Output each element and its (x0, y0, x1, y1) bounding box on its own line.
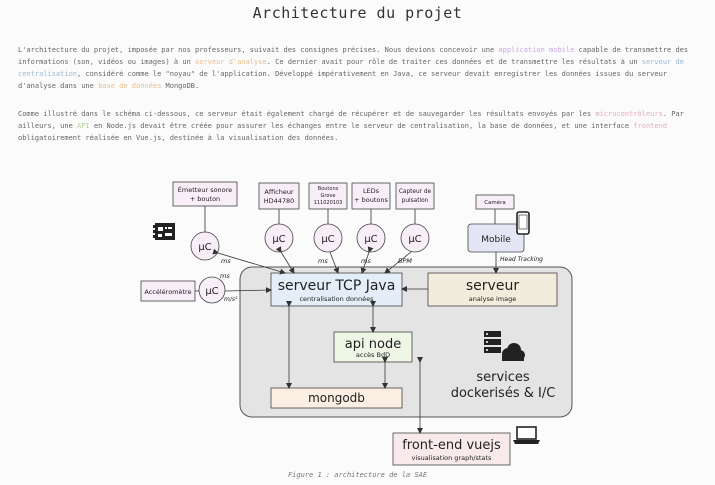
second-paragraph: Comme illustré dans le schéma ci-dessous… (18, 110, 684, 142)
link-label-ms-1: ms (221, 257, 231, 265)
page-title: Architecture du projet (252, 4, 463, 22)
svg-text:visualisation graph/stats: visualisation graph/stats (412, 454, 492, 462)
mc-node-afficheur: μC (264, 223, 294, 253)
link-serveur-centralisation[interactable]: serveur de centralisation (18, 58, 684, 78)
mc-node-boutons: μC (313, 223, 343, 253)
svg-text:Afficheur: Afficheur (264, 188, 294, 196)
frontend-box: front-end vuejs visualisation graph/stat… (392, 432, 511, 466)
mc-node-accelerometre: μC (198, 276, 226, 304)
tcp-server-box: serveur TCP Java centralisation données (270, 272, 403, 307)
analysis-server-box: serveur analyse image (427, 272, 558, 307)
microcontroller-board-icon (153, 223, 175, 240)
services-label-2: dockerisés & I/C (451, 386, 556, 401)
mongodb-box: mongodb (270, 387, 403, 409)
svg-text:μC: μC (321, 234, 334, 245)
svg-text:Grove: Grove (321, 193, 336, 199)
link-label-ms-3: ms (361, 257, 371, 265)
link-label-bpm: BPM (398, 257, 412, 265)
svg-text:Émetteur sonore: Émetteur sonore (178, 185, 232, 194)
arrow-leds-tcp (360, 246, 374, 274)
link-base-donnees[interactable]: base de données (98, 82, 162, 90)
arrow-accel-tcp (224, 287, 272, 294)
link-api[interactable]: API (77, 122, 90, 130)
link-serveur-analyse[interactable]: serveur d'analyse (195, 58, 267, 66)
arrow-afficheur-tcp (275, 246, 295, 274)
link-application-mobile[interactable]: application mobile (498, 46, 575, 54)
svg-text:+ bouton: + bouton (190, 195, 220, 203)
svg-text:+ boutons: + boutons (354, 196, 388, 204)
sensor-emetteur-box: Émetteur sonore + bouton (172, 181, 238, 207)
mc-node-leds: μC (356, 223, 386, 253)
svg-text:μC: μC (198, 242, 211, 253)
mc-node-emetteur: μC (190, 231, 220, 261)
svg-text:Mobile: Mobile (481, 235, 511, 245)
svg-text:front-end vuejs: front-end vuejs (402, 438, 501, 453)
svg-text:LEDs: LEDs (363, 187, 380, 195)
svg-text:centralisation données: centralisation données (299, 295, 374, 303)
svg-text:μC: μC (364, 234, 377, 245)
svg-text:Caméra: Caméra (484, 199, 506, 206)
api-node-box: api node accès BdD (333, 331, 413, 363)
mc-node-capteur: μC (400, 223, 430, 253)
sensor-leds-box: LEDs + boutons (351, 182, 391, 210)
svg-text:Accéléromètre: Accéléromètre (144, 288, 191, 296)
smartphone-icon (516, 211, 530, 235)
svg-text:111020103: 111020103 (314, 200, 343, 206)
sensor-accelerometre-box: Accéléromètre (140, 280, 196, 302)
arrow-boutons-tcp (329, 251, 340, 274)
sensor-boutons-box: Boutons Grove 111020103 (308, 182, 348, 210)
arrow-capteur-tcp (384, 251, 412, 274)
link-label-head-tracking: Head Tracking (500, 256, 543, 263)
sensor-afficheur-box: Afficheur HD44780 (258, 182, 300, 210)
svg-text:HD44780: HD44780 (264, 197, 295, 205)
link-label-ms-2: ms (318, 257, 328, 265)
database-server-icon (484, 331, 525, 361)
services-label: services (476, 370, 530, 385)
sensor-camera-box: Caméra (475, 194, 515, 210)
mobile-box: Mobile (467, 223, 525, 253)
svg-text:mongodb: mongodb (308, 391, 365, 405)
laptop-icon (513, 426, 540, 444)
svg-text:api node: api node (345, 337, 401, 352)
svg-text:pulsation: pulsation (402, 198, 429, 204)
arrow-emetteur-tcp (212, 248, 286, 275)
svg-text:Capteur de: Capteur de (399, 189, 432, 195)
svg-text:accès BdD: accès BdD (356, 351, 390, 359)
link-microcontroleurs[interactable]: microcontrôleurs (595, 110, 663, 118)
svg-text:μC: μC (272, 234, 285, 245)
intro-paragraph: L'architecture du projet, imposée par no… (18, 46, 689, 90)
sensor-capteur-box: Capteur de pulsation (395, 182, 435, 210)
svg-text:serveur: serveur (466, 278, 519, 294)
figure-caption: Figure 1 : architecture de la SAE (287, 471, 428, 479)
svg-text:Boutons: Boutons (318, 186, 339, 192)
svg-text:μC: μC (408, 234, 421, 245)
link-label-accel-ms: ms (220, 272, 230, 280)
link-frontend[interactable]: frontend (633, 122, 668, 130)
svg-text:analyse image: analyse image (469, 295, 516, 303)
svg-text:serveur TCP Java: serveur TCP Java (278, 278, 396, 294)
svg-text:μC: μC (205, 286, 218, 297)
link-label-accel-unit: m/s² (224, 296, 238, 303)
